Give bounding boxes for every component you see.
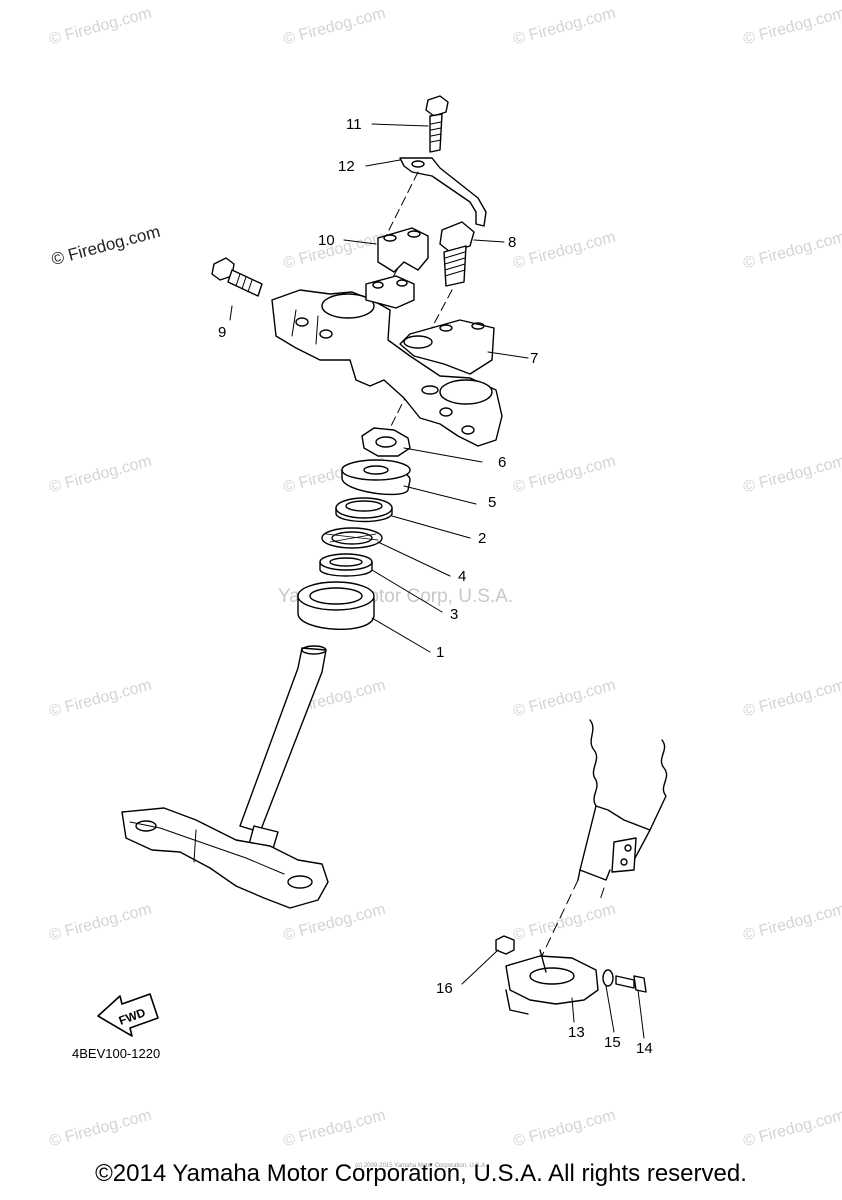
callout-10: 10 [318,232,335,249]
seal-3 [319,553,373,577]
callout-11: 11 [346,116,362,133]
callout-16: 16 [436,980,453,997]
callout-5: 5 [488,494,497,511]
diagram-code: 4BEV100-1220 [72,1046,161,1061]
callout-14: 14 [636,1040,653,1057]
upper-bracket-7 [271,275,503,447]
bolt-8 [439,221,475,287]
hose-guide-13 [505,949,599,1015]
ball-bearing-4 [321,527,383,549]
under-bracket-steering-stem [121,645,329,909]
fwd-arrow-icon [97,993,159,1037]
callout-1: 1 [436,644,445,661]
bracket-12 [399,157,487,227]
callout-15: 15 [604,1034,621,1051]
copyright: ©2014 Yamaha Motor Corporation, U.S.A. A… [95,1160,747,1187]
washer-15 [602,969,614,987]
front-fork-legs [539,719,668,961]
tiny-copyright: (c) 2009-2015 Yamaha Motor Corporation, … [355,1163,487,1169]
callout-6: 6 [498,454,507,471]
bolt-14 [615,975,647,993]
callout-8: 8 [508,234,517,251]
callout-4: 4 [458,568,467,585]
bolt-11 [425,95,449,153]
handlebar-holder-upper-10 [377,227,429,273]
callout-9: 9 [218,324,227,341]
bearing-race-2 [335,497,393,523]
callout-2: 2 [478,530,487,547]
callout-7: 7 [530,350,539,367]
nut-16 [495,935,515,955]
bolt-9 [211,257,263,297]
ring-nut-6 [361,427,411,457]
callout-3: 3 [450,606,459,623]
bearing-1 [297,581,375,631]
washer-5 [341,459,411,496]
callout-12: 12 [338,158,355,175]
callout-13: 13 [568,1024,585,1041]
